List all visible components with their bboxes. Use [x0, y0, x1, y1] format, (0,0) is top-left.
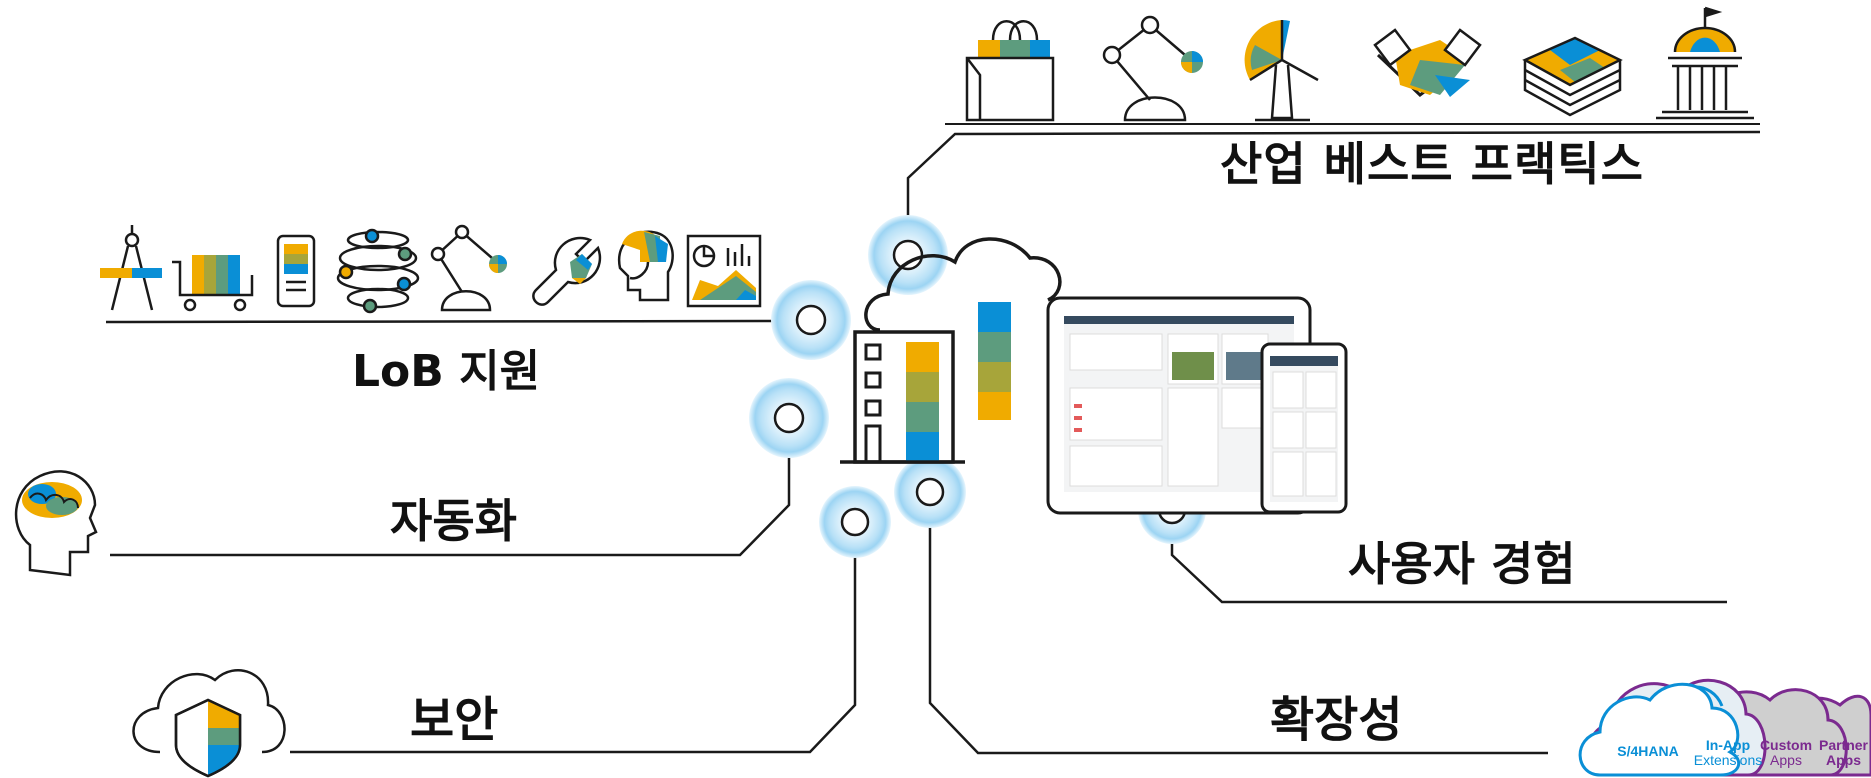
cart-icon [172, 255, 254, 312]
line-lob [105, 319, 789, 324]
node-security[interactable] [819, 486, 891, 558]
cloud-shield-icon [132, 669, 286, 778]
support-agent-icon [617, 230, 674, 302]
wind-turbine-icon [1244, 20, 1319, 122]
security-label: 보안 [410, 692, 499, 748]
industry-best-practices-label: 산업 베스트 프랙틱스 [1220, 137, 1644, 191]
government-building-icon [1656, 6, 1754, 120]
lob-icons [100, 224, 762, 314]
extension-clouds-icon [1578, 678, 1871, 777]
node-industry[interactable] [868, 215, 948, 295]
central-building-cloud-icon [840, 237, 1062, 464]
partner-apps-label: Partner Apps [1818, 737, 1869, 768]
tablet-device-icon [1046, 296, 1312, 515]
node-extensibility[interactable] [894, 456, 966, 528]
compass-icon [100, 225, 162, 311]
line-extensibility [928, 515, 1548, 755]
node-automation[interactable] [749, 378, 829, 458]
line-automation [110, 443, 791, 557]
s4hana-cloud-label: S/4HANA [1617, 743, 1679, 759]
brain-head-icon [14, 470, 98, 577]
robot-arm-icon [1102, 15, 1203, 122]
extensibility-label: 확장성 [1270, 692, 1403, 748]
payment-terminal-icon [276, 234, 316, 308]
user-experience-label: 사용자 경험 [1348, 537, 1576, 591]
handshake-icon [1373, 28, 1482, 97]
node-lob[interactable] [771, 280, 851, 360]
money-stack-icon [1522, 36, 1623, 117]
dashboard-chart-icon [686, 234, 762, 308]
lob-support-label: LoB 지원 [352, 346, 541, 397]
custom-apps-label: Custom Apps [1759, 737, 1813, 768]
shopping-bag-icon [965, 20, 1055, 122]
line-industry [906, 130, 1761, 218]
industry-icons [965, 6, 1754, 122]
inapp-extensions-label: In-App Extensions [1693, 737, 1763, 768]
robot-arm-icon [430, 224, 507, 312]
phone-device-icon [1260, 342, 1348, 514]
line-security [290, 548, 857, 754]
wrench-icon [532, 237, 601, 306]
network-globe-icon [336, 228, 420, 314]
automation-label: 자동화 [390, 494, 517, 548]
